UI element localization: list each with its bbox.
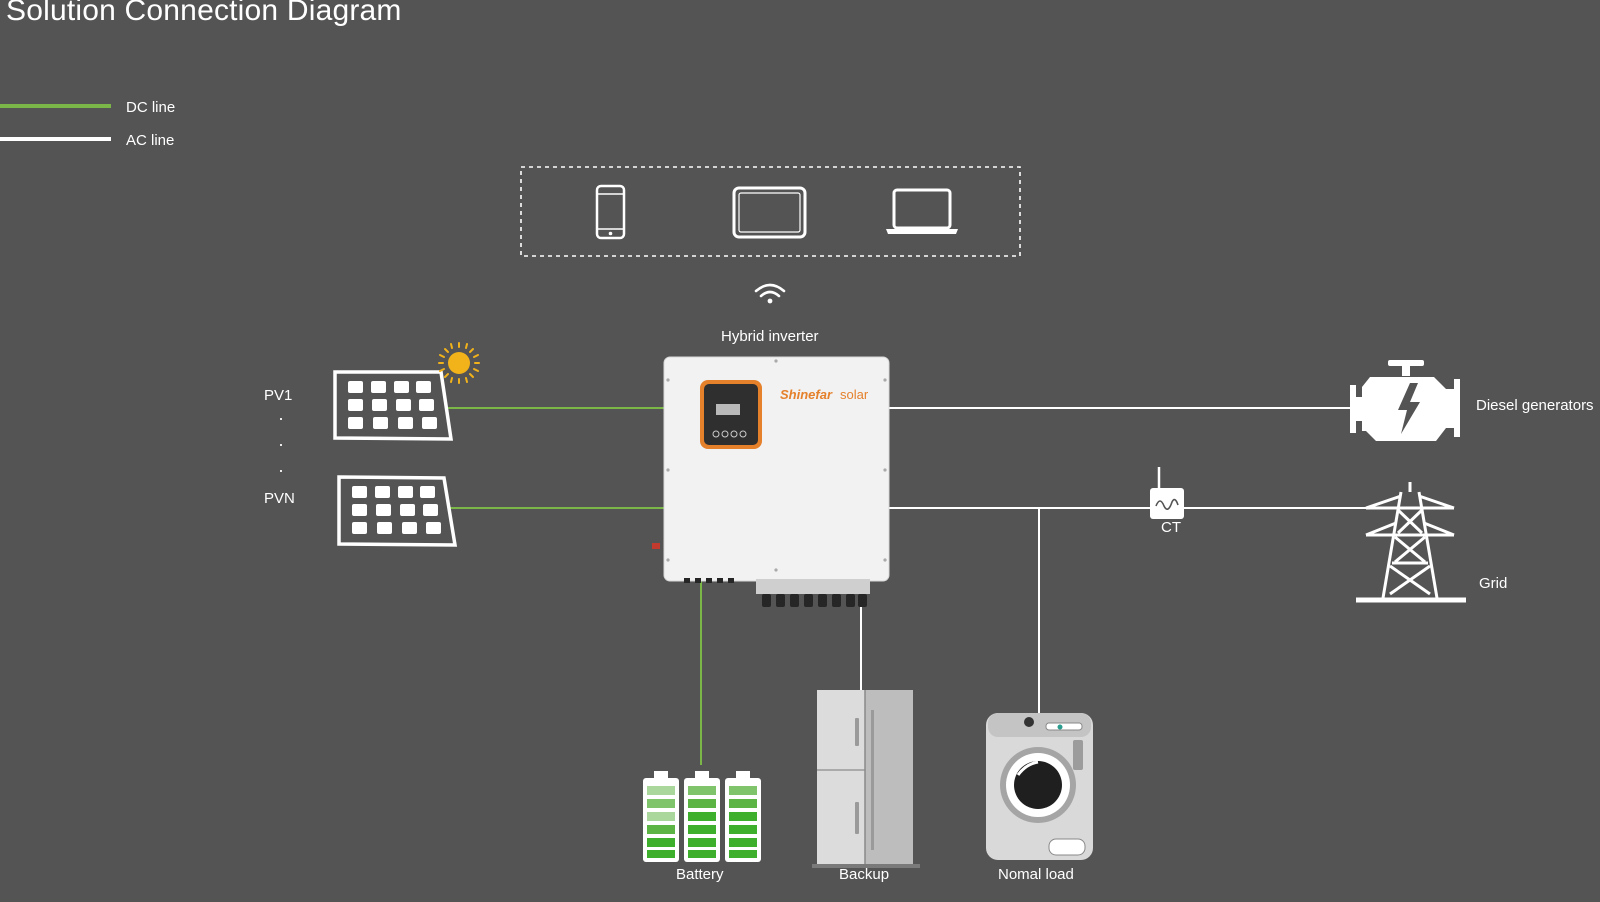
inverter-brand: Shinefar bbox=[780, 387, 833, 402]
laptop-icon[interactable] bbox=[886, 188, 958, 234]
grid-label: Grid bbox=[1479, 575, 1508, 592]
battery-label: Battery bbox=[676, 866, 724, 883]
hybrid-inverter: Shinefar solar bbox=[652, 356, 890, 607]
legend-dc-label: DC line bbox=[126, 99, 176, 116]
inverter-label: Hybrid inverter bbox=[721, 328, 819, 345]
backup-label: Backup bbox=[839, 866, 890, 883]
tablet-icon[interactable] bbox=[732, 186, 807, 239]
pv-dot: · bbox=[278, 460, 284, 480]
diesel-generator-icon bbox=[1350, 360, 1460, 441]
refrigerator-icon bbox=[812, 690, 920, 868]
pvn-label: PVN bbox=[264, 490, 295, 507]
smartphone-icon[interactable] bbox=[595, 184, 626, 240]
ct-label: CT bbox=[1161, 519, 1181, 536]
battery-icon bbox=[684, 771, 720, 862]
legend-ac-label: AC line bbox=[126, 132, 175, 149]
battery-icon bbox=[725, 771, 761, 862]
pv-dot: · bbox=[278, 434, 284, 454]
pv-dot: · bbox=[278, 408, 284, 428]
normal-load-label: Nomal load bbox=[998, 866, 1074, 883]
inverter-brand-suffix: solar bbox=[840, 387, 869, 402]
sun-icon bbox=[438, 342, 480, 384]
grid-tower-icon bbox=[1356, 482, 1466, 603]
devices-panel bbox=[520, 166, 1021, 257]
solar-panel-icon bbox=[333, 370, 454, 441]
page-title: Solution Connection Diagram bbox=[6, 0, 402, 27]
washing-machine-icon bbox=[986, 713, 1093, 860]
wifi-icon bbox=[754, 283, 786, 304]
pv1-label: PV1 bbox=[264, 387, 293, 404]
solar-panel-icon bbox=[337, 475, 458, 547]
ct-sensor-icon bbox=[1150, 467, 1184, 519]
diesel-label: Diesel generators bbox=[1476, 397, 1594, 414]
battery-icon bbox=[643, 771, 679, 862]
